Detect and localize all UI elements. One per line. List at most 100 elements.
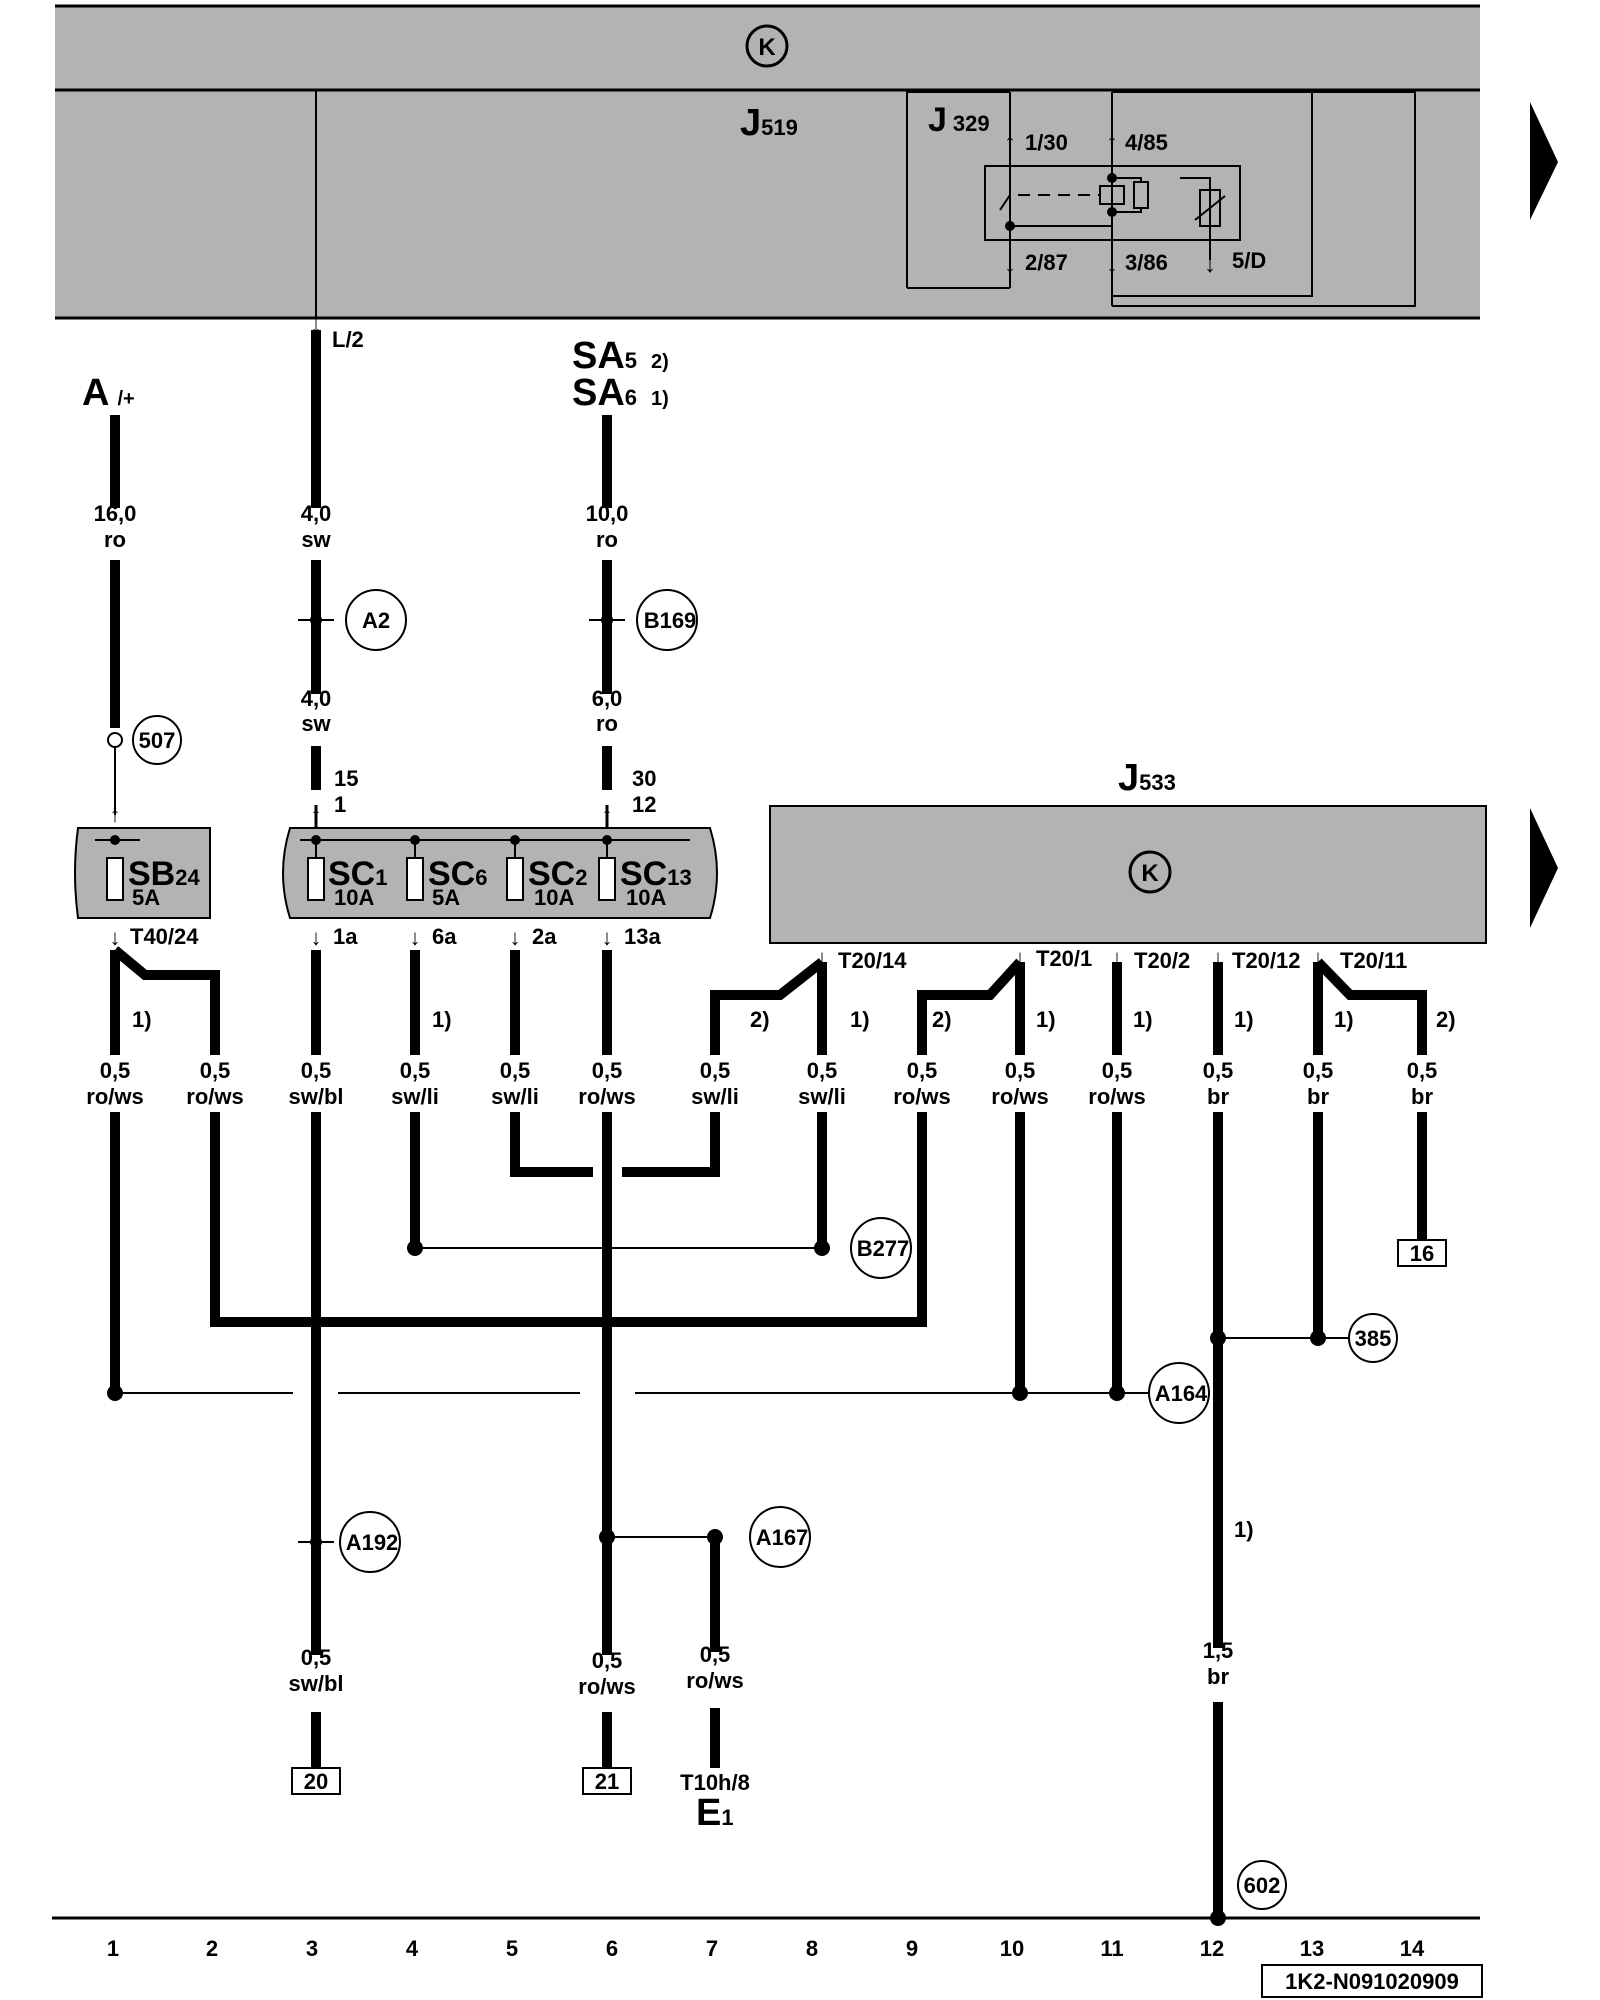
svg-text:0,5: 0,5 <box>1407 1058 1438 1083</box>
wires <box>110 946 1427 1918</box>
svg-text:2): 2) <box>932 1007 952 1032</box>
svg-text:↓: ↓ <box>1004 251 1016 278</box>
svg-text:0,5: 0,5 <box>301 1058 332 1083</box>
svg-text:0,5: 0,5 <box>592 1058 623 1083</box>
ground-point-a2: A2 <box>298 589 407 651</box>
relay-pin-4-85: 4/85 <box>1125 130 1168 155</box>
svg-text:1): 1) <box>132 1007 152 1032</box>
j533-label: J533 <box>1118 757 1176 799</box>
svg-text:1): 1) <box>1234 1007 1254 1032</box>
svg-text:12: 12 <box>1200 1936 1224 1961</box>
svg-text:ro/ws: ro/ws <box>893 1084 950 1109</box>
svg-text:1,5: 1,5 <box>1203 1638 1234 1663</box>
svg-text:1): 1) <box>1234 1517 1254 1542</box>
svg-text:10,0: 10,0 <box>586 501 629 526</box>
svg-text:1a: 1a <box>333 924 358 949</box>
svg-text:T20/1: T20/1 <box>1036 946 1092 971</box>
column-numbers: 1 2 3 4 5 6 7 8 9 10 11 12 13 14 <box>107 1936 1425 1961</box>
svg-text:sw: sw <box>301 527 331 552</box>
svg-text:0,5: 0,5 <box>200 1058 231 1083</box>
pin-l2: L/2 <box>332 327 364 352</box>
svg-text:↓: ↓ <box>1204 251 1216 278</box>
svg-text:2a: 2a <box>532 924 557 949</box>
relay-pin-2-87: 2/87 <box>1025 250 1068 275</box>
svg-text:20: 20 <box>304 1769 328 1794</box>
svg-text:0,5: 0,5 <box>1303 1058 1334 1083</box>
connector-pins: ↓ ↓ ↓ ↓ ↓ T40/24 1a 6a 2a 13a ↓ ↓ ↓ ↓ ↓ … <box>110 924 1408 973</box>
svg-text:21: 21 <box>595 1769 619 1794</box>
svg-text:↓: ↓ <box>1213 945 1224 970</box>
svg-text:br: br <box>1411 1084 1433 1109</box>
svg-text:1): 1) <box>1036 1007 1056 1032</box>
svg-text:16,0: 16,0 <box>94 501 137 526</box>
svg-text:602: 602 <box>1244 1873 1281 1898</box>
svg-text:ro/ws: ro/ws <box>578 1084 635 1109</box>
svg-text:10A: 10A <box>626 885 666 910</box>
svg-text:↓: ↓ <box>410 925 421 950</box>
fuse-holder-sc: SC1 10A SC6 5A SC2 10A SC13 10A <box>282 827 718 919</box>
svg-text:10A: 10A <box>534 885 574 910</box>
svg-text:T10h/8: T10h/8 <box>680 1770 750 1795</box>
fuse-sc13: SC13 <box>620 855 692 893</box>
ground-point-602: 602 <box>1237 1860 1287 1910</box>
svg-text:ro/ws: ro/ws <box>991 1084 1048 1109</box>
svg-text:ro: ro <box>104 527 126 552</box>
svg-text:↓: ↓ <box>817 945 828 970</box>
svg-text:sw/li: sw/li <box>491 1084 539 1109</box>
svg-text:0,5: 0,5 <box>400 1058 431 1083</box>
svg-text:14: 14 <box>1400 1936 1425 1961</box>
svg-text:0,5: 0,5 <box>500 1058 531 1083</box>
fuse-sc6: SC6 <box>428 855 487 893</box>
pin-t40-24: T40/24 <box>130 924 199 949</box>
fuse-holder-sb: SB24 5A <box>74 827 211 919</box>
ground-point-b277: B277 <box>850 1217 912 1279</box>
svg-text:4: 4 <box>406 1936 419 1961</box>
footnote-markers: 1) 1) 2) 1) 2) 1) 1) 1) 1) 2) 1) <box>132 1007 1456 1542</box>
svg-text:↓: ↓ <box>1015 945 1026 970</box>
svg-text:10A: 10A <box>334 885 374 910</box>
svg-text:9: 9 <box>906 1936 918 1961</box>
svg-text:15: 15 <box>334 766 358 791</box>
svg-text:T20/11: T20/11 <box>1340 948 1407 973</box>
svg-text:E1: E1 <box>696 1792 734 1834</box>
wire-column-3-top: ↓ L/2 4,0 sw 4,0 sw 15 1 <box>301 90 364 817</box>
svg-text:13a: 13a <box>624 924 661 949</box>
svg-text:30: 30 <box>632 766 656 791</box>
svg-text:0,5: 0,5 <box>592 1648 623 1673</box>
svg-text:br: br <box>1207 1664 1229 1689</box>
page-continuation-arrow-mid <box>1530 808 1558 928</box>
svg-text:br: br <box>1307 1084 1329 1109</box>
svg-text:6: 6 <box>606 1936 618 1961</box>
svg-text:385: 385 <box>1355 1326 1392 1351</box>
svg-text:ro/ws: ro/ws <box>86 1084 143 1109</box>
svg-text:B277: B277 <box>857 1236 910 1261</box>
svg-text:507: 507 <box>139 728 176 753</box>
ref-box-16: 16 <box>1397 1239 1447 1267</box>
svg-text:6a: 6a <box>432 924 457 949</box>
ground-point-b169: B169 <box>589 589 698 651</box>
svg-text:ro/ws: ro/ws <box>578 1674 635 1699</box>
wire-column-6-top: 10,0 ro 6,0 ro 30 12 <box>586 415 656 817</box>
svg-text:B169: B169 <box>644 608 697 633</box>
svg-text:10: 10 <box>1000 1936 1024 1961</box>
svg-text:12: 12 <box>632 792 656 817</box>
svg-text:↓: ↓ <box>1112 945 1123 970</box>
svg-text:↓: ↓ <box>311 925 322 950</box>
terminal-a-label: A/+ <box>82 372 135 414</box>
svg-text:A164: A164 <box>1155 1381 1208 1406</box>
svg-text:0,5: 0,5 <box>1102 1058 1133 1083</box>
svg-text:2): 2) <box>750 1007 770 1032</box>
svg-text:sw/li: sw/li <box>691 1084 739 1109</box>
wire-labels-row: 0,5ro/ws 0,5ro/ws 0,5sw/bl 0,5sw/li 0,5s… <box>86 1058 1437 1109</box>
relay-pin-5-d: 5/D <box>1232 248 1266 273</box>
svg-text:11: 11 <box>1100 1936 1123 1961</box>
svg-text:br: br <box>1207 1084 1229 1109</box>
svg-text:K: K <box>758 34 776 61</box>
svg-text:↓: ↓ <box>1106 251 1118 278</box>
wire-column-1-top: 16,0 ro <box>94 415 137 815</box>
